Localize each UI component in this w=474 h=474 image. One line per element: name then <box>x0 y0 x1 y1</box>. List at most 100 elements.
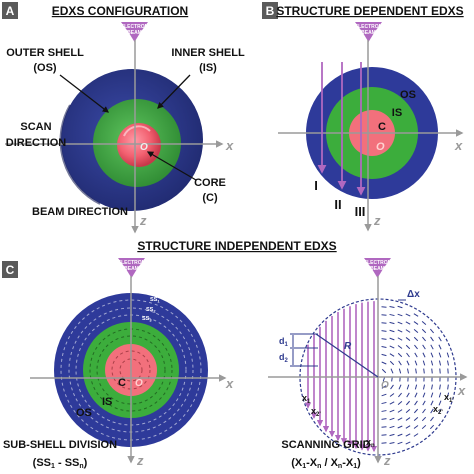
grid-dash <box>389 393 395 397</box>
panel-c-title: STRUCTURE INDEPENDENT EDXS <box>137 239 336 253</box>
grid-dash <box>430 416 434 422</box>
grid-dash <box>397 313 403 317</box>
panel-a-electron-beam: ELECTRON BEAM <box>121 22 149 42</box>
grid-dash <box>389 306 395 308</box>
ss3-label: SS3 <box>142 316 152 323</box>
grid-dash <box>397 329 403 333</box>
grid-dash <box>430 344 434 350</box>
os-label: OS <box>400 89 416 101</box>
scanning-grid-range: (X1-Xn / Xn-X1) <box>291 457 361 470</box>
grid-dash <box>405 337 411 341</box>
grid-dash <box>431 384 433 390</box>
core-sphere <box>117 123 161 167</box>
grid-dash <box>389 321 395 325</box>
panel-b-x-label: x <box>454 138 463 153</box>
grid-dash <box>446 352 450 358</box>
grid-dash <box>413 416 419 422</box>
grid-dash <box>397 433 403 437</box>
grid-dash <box>381 385 387 389</box>
grid-dash <box>397 321 403 325</box>
grid-dash <box>430 408 434 414</box>
core-pointer <box>146 151 197 181</box>
ss1-label: SS1 <box>150 297 160 304</box>
ss2-label: SS2 <box>146 307 156 314</box>
panel-c-left-origin: O <box>135 378 143 389</box>
grid-dash <box>389 425 395 429</box>
grid-dash <box>438 408 442 414</box>
outer-shell-rim <box>59 104 101 205</box>
grid-dash <box>421 424 427 430</box>
xn-label: xn <box>366 437 375 449</box>
grid-dash <box>438 400 442 406</box>
panel-c-right-x-label: x <box>457 383 466 398</box>
scan-label-3: III <box>355 204 366 219</box>
outer-shell-abbr: (OS) <box>33 62 57 74</box>
grid-dash <box>397 401 403 405</box>
grid-dash <box>381 401 387 405</box>
scanning-dash-field <box>381 305 450 445</box>
grid-dash <box>414 344 418 350</box>
scanning-grid-caption: SCANNING GRID <box>281 439 370 451</box>
grid-dash <box>406 384 410 390</box>
grid-dash <box>381 434 387 436</box>
panel-a-x-label: x <box>225 138 234 153</box>
grid-dash <box>431 368 433 374</box>
grid-dash <box>438 352 442 358</box>
grid-dash <box>389 329 395 333</box>
grid-dash <box>381 330 387 332</box>
panel-c-badge <box>2 261 18 278</box>
panel-c-core-label: C <box>118 377 126 389</box>
beam-label-line1: ELECTRON <box>118 260 146 266</box>
grid-dash <box>414 392 418 398</box>
grid-dash <box>422 392 426 398</box>
grid-dash <box>421 416 427 422</box>
grid-dash <box>438 344 442 350</box>
grid-dash <box>389 433 395 437</box>
radius-label: R <box>344 341 352 352</box>
grid-dash <box>398 368 402 374</box>
grid-dash <box>413 408 419 414</box>
grid-dash <box>447 360 449 366</box>
grid-dash <box>397 441 403 445</box>
grid-dash <box>405 344 411 350</box>
beam-label-line1: ELECTRON <box>355 24 383 30</box>
scanning-lines <box>304 301 378 453</box>
grid-dash <box>405 313 411 317</box>
grid-dash <box>414 360 418 366</box>
grid-dash <box>439 384 441 390</box>
inner-shell-pointer <box>157 74 191 109</box>
grid-dash <box>389 345 395 349</box>
grid-dash <box>398 392 402 398</box>
sub-shell-range: (SS1 - SSn) <box>33 457 88 470</box>
grid-dash <box>422 336 426 342</box>
inner-shell-abbr: (IS) <box>199 62 217 74</box>
grid-dash <box>438 392 442 398</box>
grid-dash <box>405 408 411 414</box>
panel-c-left-x-label: x <box>225 376 234 391</box>
delta-x-label: Δx <box>407 289 420 300</box>
grid-dash <box>422 384 426 390</box>
grid-dash <box>421 328 427 334</box>
grid-dash <box>413 433 419 437</box>
grid-dash <box>397 417 403 421</box>
grid-dash <box>390 368 394 374</box>
grid-dash <box>397 409 403 413</box>
grid-dash <box>413 329 419 333</box>
grid-dash <box>397 425 403 429</box>
panel-c-is-label: IS <box>102 396 112 408</box>
panel-a-z-label: z <box>139 213 147 228</box>
d1-label: d1 <box>279 336 289 348</box>
beam-label-line2: BEAM <box>127 30 142 36</box>
panel-b: B STRUCTURE DEPENDENT EDXS ELECTRON BEAM… <box>262 2 464 232</box>
grid-dash <box>430 336 434 342</box>
grid-dash <box>381 368 387 374</box>
grid-dash <box>381 393 387 397</box>
grid-dash <box>398 360 402 366</box>
grid-dash <box>430 352 434 358</box>
d2-label: d2 <box>279 352 289 364</box>
outer-shell-label: OUTER SHELL <box>6 47 84 59</box>
beam-direction-label: BEAM DIRECTION <box>32 206 128 218</box>
grid-dash <box>422 344 426 350</box>
grid-dash <box>406 360 410 366</box>
grid-dash <box>413 425 419 429</box>
